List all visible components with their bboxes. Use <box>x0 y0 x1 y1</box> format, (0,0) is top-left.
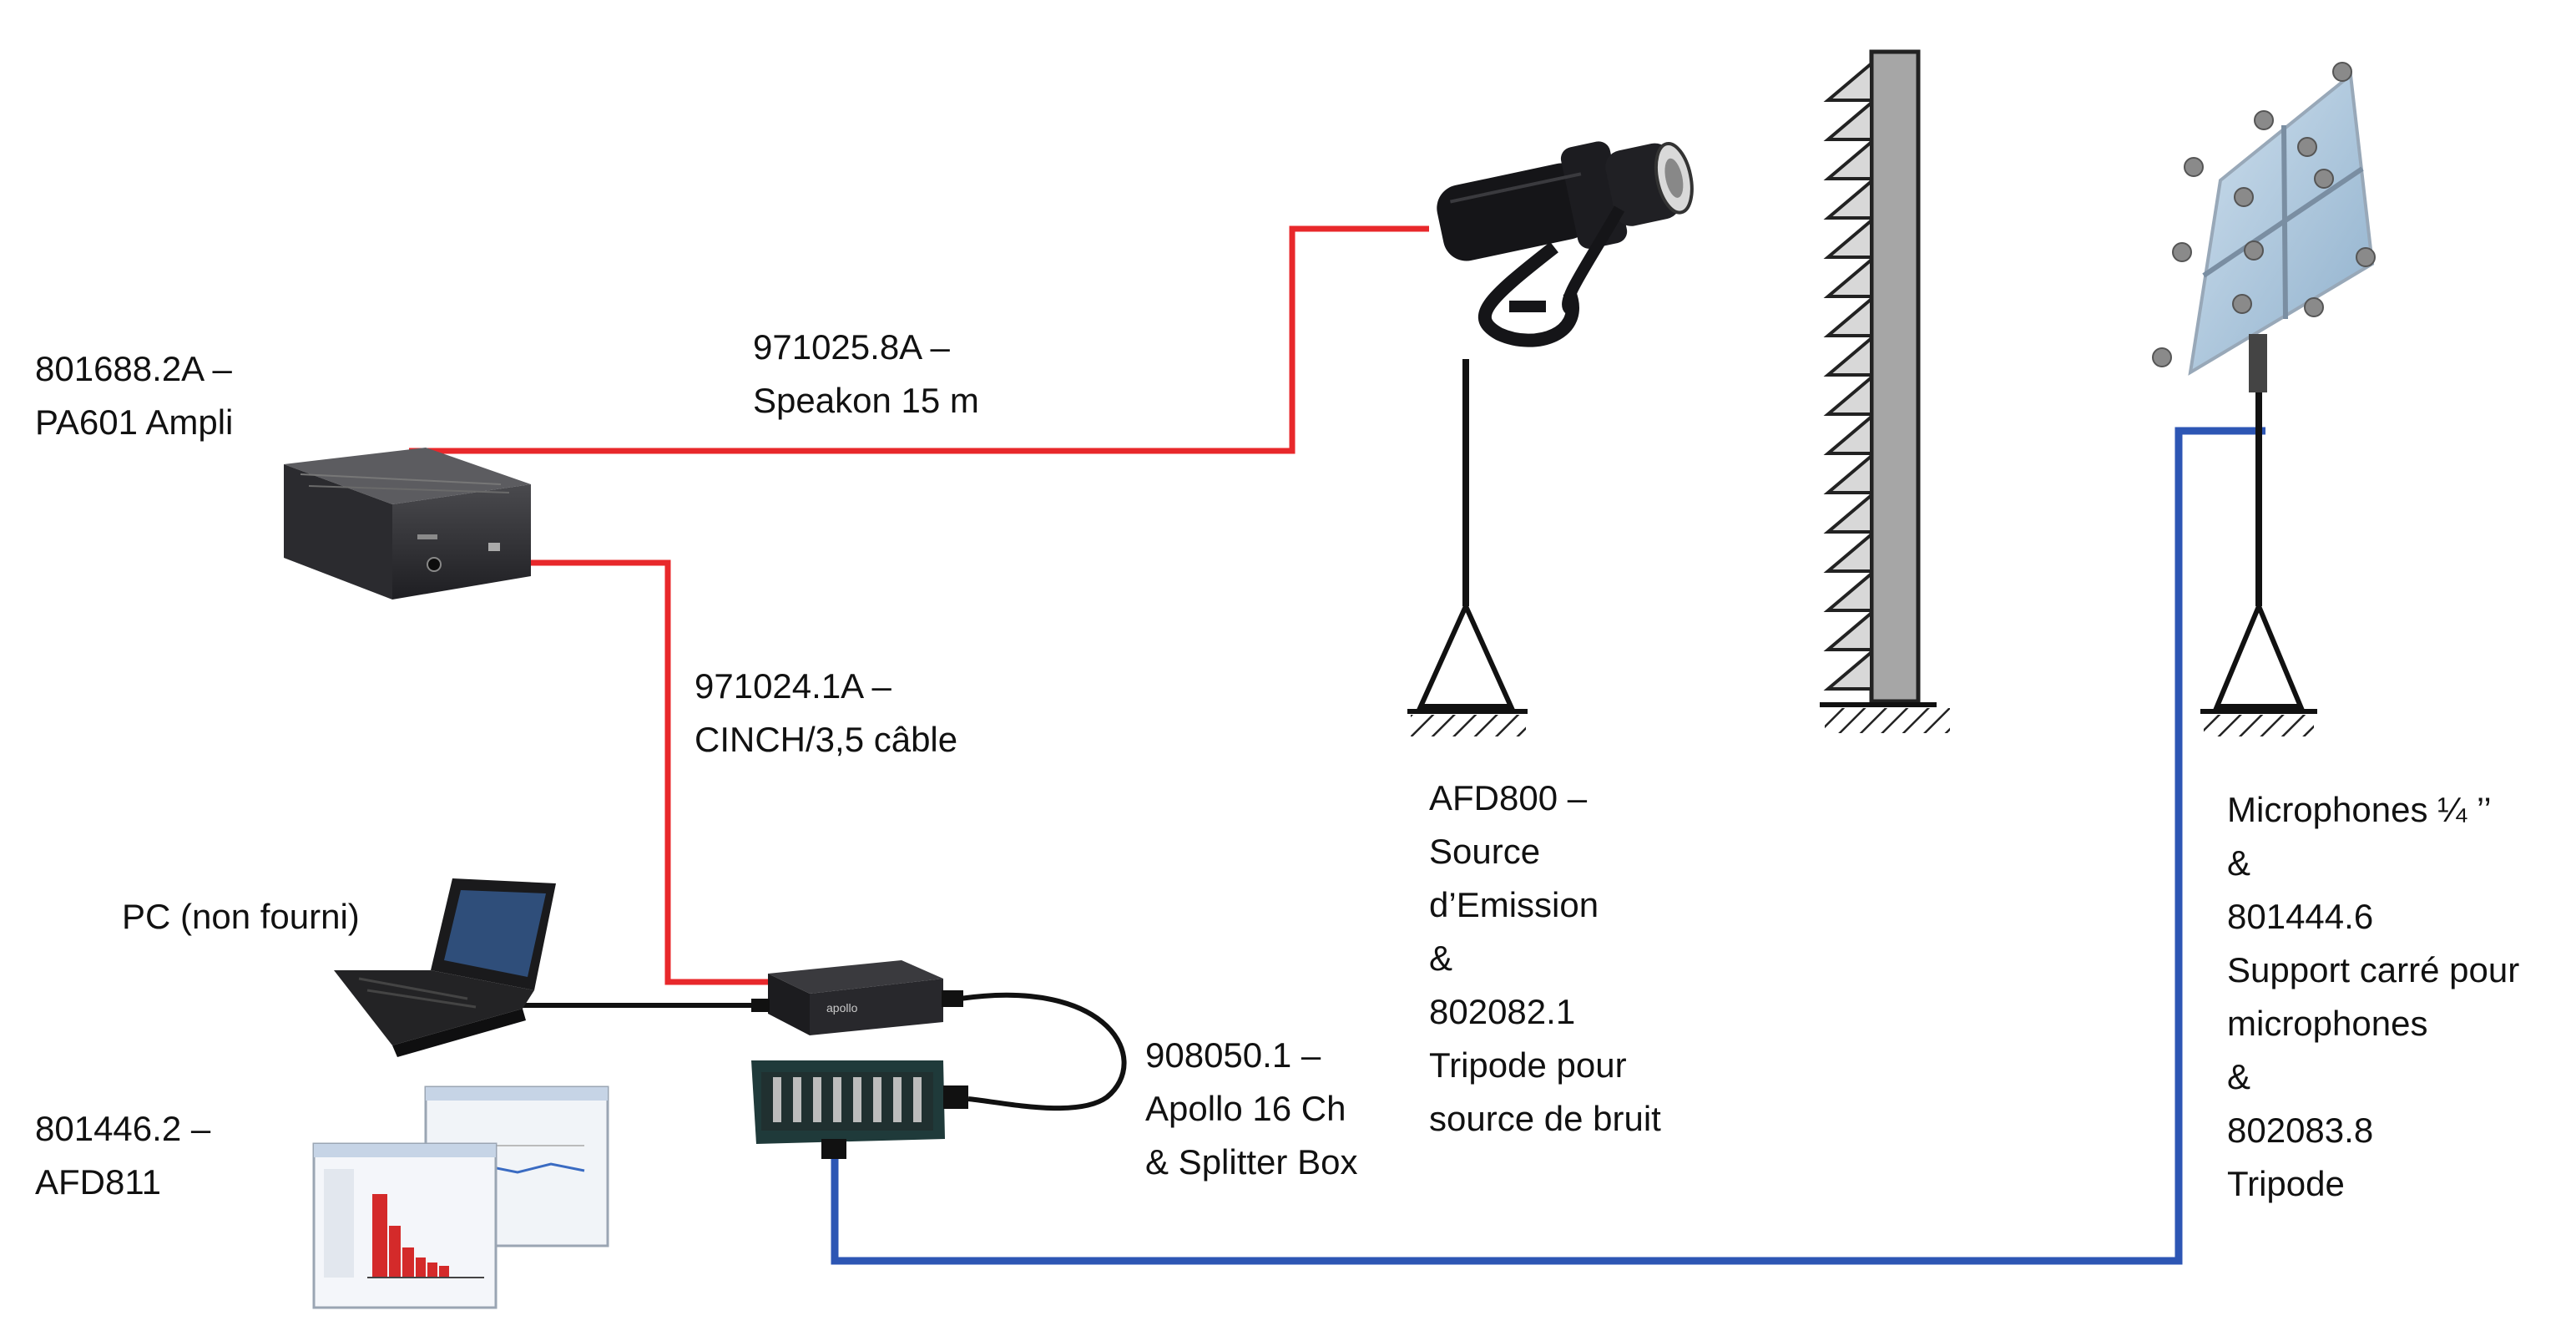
absorber-wedge <box>1823 138 1873 180</box>
source-label-line: d’Emission <box>1429 885 1599 924</box>
microphones-label-line: 802083.8 <box>2227 1111 2374 1150</box>
tripod-icon <box>1407 359 1528 736</box>
laptop-icon <box>334 878 556 1057</box>
absorber-wall-icon <box>1820 49 1950 733</box>
amplifier-label-line: PA601 Ampli <box>35 402 234 442</box>
microphones-label-line: 801444.6 <box>2227 897 2374 936</box>
microphone-array-icon <box>2152 62 2376 392</box>
amplifier-label-line: 801688.2A – <box>35 349 232 388</box>
microphones-label-line: Microphones ¼ ’’ <box>2227 790 2492 829</box>
speakon-cable-label-line: 971025.8A – <box>753 327 950 367</box>
microphones-label-line: Support carré pour <box>2227 950 2520 989</box>
absorber-wedge <box>1823 334 1873 377</box>
svg-text:apollo: apollo <box>826 1001 858 1015</box>
absorber-wedge <box>1823 530 1873 573</box>
cinch-cable-label-line: 971024.1A – <box>695 666 891 706</box>
pc-label-line: PC (non fourni) <box>122 897 360 936</box>
amplifier-label: 801688.2A – PA601 Ampli <box>35 342 233 449</box>
microphones-label-line: & <box>2227 1057 2251 1096</box>
absorber-wedge <box>1823 491 1873 534</box>
software-label-line: AFD811 <box>35 1162 161 1202</box>
speakon-cable-label-line: Speakon 15 m <box>753 381 979 420</box>
cinch-cable-label: 971024.1A – CINCH/3,5 câble <box>695 660 957 767</box>
speakon-cable <box>409 225 1429 454</box>
source-label-line: AFD800 – <box>1429 778 1588 817</box>
cinch-cable-label-line: CINCH/3,5 câble <box>695 720 958 759</box>
microphones-label-line: & <box>2227 843 2251 883</box>
splitter-box-icon <box>751 1060 968 1159</box>
speaker-source-icon <box>1437 141 1694 347</box>
microphones-label-line: Tripode <box>2227 1164 2345 1203</box>
speakon-cable-label: 971025.8A – Speakon 15 m <box>753 321 979 428</box>
microphone-cable <box>831 427 2265 1265</box>
splitter-link-cable <box>959 992 1127 1111</box>
absorber-wedge <box>1823 216 1873 259</box>
absorber-wedge <box>1823 295 1873 337</box>
absorber-wedge <box>1823 59 1873 102</box>
cinch-cable <box>526 559 773 985</box>
daq-interface-icon: apollo <box>751 960 963 1035</box>
absorber-wedge <box>1823 452 1873 494</box>
absorber-wedge <box>1823 99 1873 141</box>
source-label-line: 802082.1 <box>1429 992 1576 1031</box>
pc-label: PC (non fourni) <box>122 890 360 944</box>
absorber-wedge <box>1823 412 1873 455</box>
absorber-wedge <box>1823 373 1873 416</box>
absorber-wedge <box>1823 569 1873 612</box>
apollo-label-line: Apollo 16 Ch <box>1145 1089 1346 1128</box>
source-label-line: & <box>1429 939 1453 978</box>
amplifier-icon <box>284 448 531 600</box>
microphones-label: Microphones ¼ ’’ & 801444.6 Support carr… <box>2227 783 2519 1211</box>
source-label-line: Tripode pour <box>1429 1045 1627 1085</box>
apollo-label-line: & Splitter Box <box>1145 1142 1358 1182</box>
source-label-line: source de bruit <box>1429 1099 1661 1138</box>
microphones-label-line: microphones <box>2227 1004 2428 1043</box>
software-label: 801446.2 – AFD811 <box>35 1102 210 1209</box>
absorber-wedge <box>1823 648 1873 691</box>
absorber-wedge <box>1823 177 1873 220</box>
absorber-wedge <box>1823 256 1873 298</box>
absorber-wedge <box>1823 609 1873 651</box>
software-screenshot-icon <box>312 1085 609 1309</box>
source-label: AFD800 – Source d’Emission & 802082.1 Tr… <box>1429 772 1661 1146</box>
software-label-line: 801446.2 – <box>35 1109 211 1148</box>
source-label-line: Source <box>1429 832 1541 871</box>
tripod-icon <box>2200 392 2317 736</box>
apollo-label-line: 908050.1 – <box>1145 1035 1321 1075</box>
apollo-label: 908050.1 – Apollo 16 Ch & Splitter Box <box>1145 1029 1357 1189</box>
